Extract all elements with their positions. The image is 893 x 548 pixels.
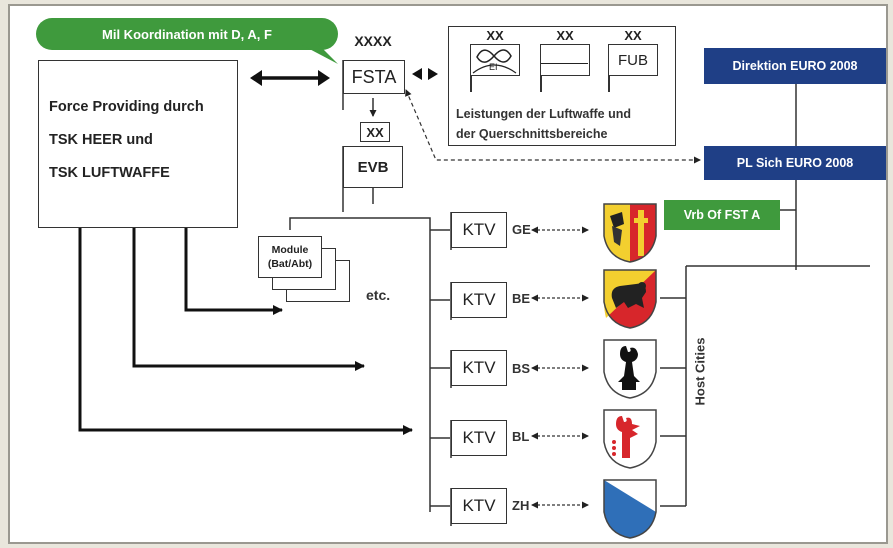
services-caption-line2: der Querschnittsbereiche xyxy=(456,127,608,141)
force-providing-line3: TSK LUFTWAFFE xyxy=(49,165,170,181)
services-echelon-1: XX xyxy=(486,28,504,43)
ei-infinity-icon xyxy=(472,49,517,74)
services-caption: Leistungen der Luftwaffe und der Quersch… xyxy=(456,104,631,144)
ktv-box-be: KTV xyxy=(451,282,507,318)
ktv-label: KTV xyxy=(462,290,496,309)
fsta-services-arrow xyxy=(412,68,438,80)
evb-echelon-box: XX xyxy=(360,122,390,142)
ktv-box-ge: KTV xyxy=(451,212,507,248)
coordination-label: Mil Koordination mit D, A, F xyxy=(102,26,272,42)
fub-unit-symbol: FUB xyxy=(608,44,658,76)
host-cities-label: Host Cities xyxy=(692,337,708,406)
bubble-tail xyxy=(300,44,338,64)
vrb-box: Vrb Of FST A xyxy=(664,200,780,230)
module-card-front: Module (Bat/Abt) xyxy=(258,236,322,278)
force-providing-line1: Force Providing durch xyxy=(49,99,204,115)
direktion-box: Direktion EURO 2008 xyxy=(704,48,886,84)
evb-label: EVB xyxy=(357,158,389,176)
basel-land-coat-of-arms-icon xyxy=(603,409,657,469)
geneva-coat-of-arms-icon xyxy=(603,203,657,263)
coordination-bubble: Mil Koordination mit D, A, F xyxy=(36,18,338,50)
ktv-label: KTV xyxy=(462,496,496,515)
fub-label: FUB xyxy=(618,51,648,69)
ktv-box-zh: KTV xyxy=(451,488,507,524)
bern-coat-of-arms-icon xyxy=(603,269,657,329)
signal-unit-symbol xyxy=(540,44,590,76)
services-caption-line1: Leistungen der Luftwaffe und xyxy=(456,107,631,121)
basel-stadt-coat-of-arms-icon xyxy=(603,339,657,399)
evb-box: EVB xyxy=(343,146,403,188)
ei-unit-symbol: EI xyxy=(470,44,520,76)
city-code-bl: BL xyxy=(512,429,530,444)
fp-fsta-arrow xyxy=(250,70,330,86)
city-code-bs: BS xyxy=(512,361,531,376)
module-label-line2: (Bat/Abt) xyxy=(267,258,313,270)
evb-echelon: XX xyxy=(366,124,384,140)
fsta-box: FSTA xyxy=(343,60,405,94)
ktv-box-bs: KTV xyxy=(451,350,507,386)
services-echelon-2: XX xyxy=(556,28,574,43)
fsta-label: FSTA xyxy=(351,66,397,87)
ktv-label: KTV xyxy=(462,220,496,239)
pl-sich-label: PL Sich EURO 2008 xyxy=(736,156,854,170)
fsta-echelon: XXXX xyxy=(354,33,392,49)
pl-sich-box: PL Sich EURO 2008 xyxy=(704,146,886,180)
direktion-label: Direktion EURO 2008 xyxy=(732,59,858,73)
city-code-be: BE xyxy=(512,291,531,306)
ktv-label: KTV xyxy=(462,428,496,447)
city-code-zh: ZH xyxy=(512,498,530,513)
ktv-box-bl: KTV xyxy=(451,420,507,456)
force-providing-box: Force Providing durch TSK HEER und TSK L… xyxy=(38,60,238,228)
city-code-ge: GE xyxy=(512,222,531,237)
modules-etc: etc. xyxy=(366,287,391,303)
ktv-label: KTV xyxy=(462,358,496,377)
force-providing-line2: TSK HEER und xyxy=(49,132,153,148)
vrb-label: Vrb Of FST A xyxy=(683,208,761,222)
services-echelon-3: XX xyxy=(624,28,642,43)
module-label-line1: Module xyxy=(271,244,309,256)
ei-label: EI xyxy=(489,62,498,72)
zurich-coat-of-arms-icon xyxy=(603,479,657,539)
